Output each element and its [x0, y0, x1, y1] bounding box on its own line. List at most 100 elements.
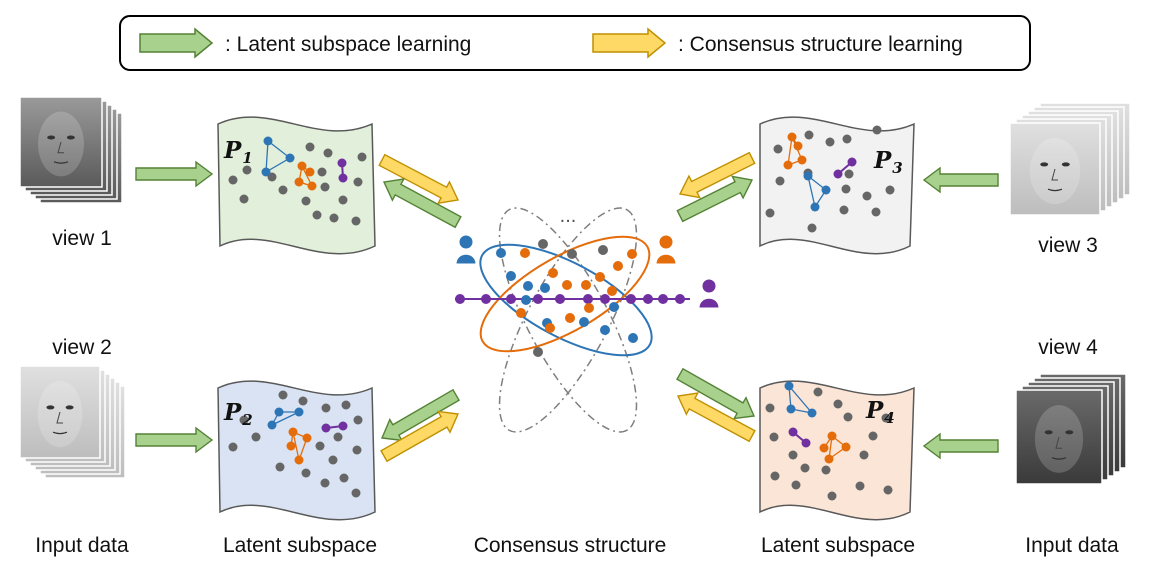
consensus-structure: ... — [455, 205, 720, 433]
green-arrow-icon — [676, 367, 756, 420]
subspace-panel-1: P1 — [217, 116, 376, 255]
gray-point — [841, 184, 851, 194]
bottom-label-latent-left: Latent subspace — [223, 534, 377, 557]
gray-point — [839, 205, 849, 215]
blue-point — [496, 248, 506, 258]
gray-point — [883, 485, 893, 495]
orange-point — [819, 443, 829, 453]
orange-point — [516, 308, 526, 318]
orange-ellipse — [479, 235, 651, 353]
gray-point — [855, 481, 865, 491]
gray-point — [804, 130, 814, 140]
green-arrow-icon — [676, 175, 754, 223]
gray-point — [341, 400, 351, 410]
gray-point — [228, 442, 238, 452]
orange-point — [787, 132, 797, 142]
blue-point — [294, 407, 304, 417]
gray-point — [773, 144, 783, 154]
blue-point — [807, 408, 817, 418]
gray-point — [357, 152, 367, 162]
orange-point — [562, 280, 572, 290]
gray-point — [800, 463, 810, 473]
gray-point — [788, 450, 798, 460]
orange-point — [302, 433, 312, 443]
gray-point — [353, 415, 363, 425]
gray-point — [328, 455, 338, 465]
gray-point — [321, 403, 331, 413]
blue-point — [609, 302, 619, 312]
legend: : Latent subspace learning : Consensus s… — [119, 15, 1031, 71]
gray-point — [807, 223, 817, 233]
gray-point — [329, 213, 339, 223]
purple-point — [455, 294, 465, 304]
blue-edges — [806, 174, 827, 209]
gray-point — [333, 432, 343, 442]
orange-point — [288, 427, 298, 437]
gray-point — [775, 176, 785, 186]
blue-point — [263, 136, 273, 146]
green-arrow-icon — [382, 178, 462, 229]
purple-point — [533, 294, 543, 304]
purple-user-icon — [698, 278, 720, 309]
yellow-arrow-icon — [380, 410, 460, 463]
orange-point — [520, 248, 530, 258]
gray-point — [352, 445, 362, 455]
green-arrow-icon — [922, 432, 999, 460]
gray-point — [872, 125, 882, 135]
bottom-label-latent-right: Latent subspace — [761, 534, 915, 557]
orange-point — [595, 272, 605, 282]
subspace-2-symbol: P2 — [223, 399, 253, 429]
gray-point — [353, 177, 363, 187]
blue-point — [784, 381, 794, 391]
purple-point — [847, 157, 857, 167]
gray-point — [278, 390, 288, 400]
gray-point — [251, 432, 261, 442]
face-stack-view-2 — [19, 365, 126, 479]
legend-green-label: : Latent subspace learning — [225, 33, 471, 56]
gray-point — [278, 185, 288, 195]
orange-point — [286, 441, 296, 451]
subspace-panel-4: P4 — [759, 380, 915, 521]
gray-point — [305, 142, 315, 152]
gray-point — [228, 175, 238, 185]
blue-point — [628, 333, 638, 343]
gray-point — [320, 182, 330, 192]
face-stack-view-3 — [1009, 102, 1131, 216]
green-arrow-icon — [135, 426, 214, 454]
view-label-2: view 2 — [52, 336, 112, 359]
gray-point — [312, 210, 322, 220]
view-label-3: view 3 — [1038, 234, 1098, 257]
blue-point — [540, 283, 550, 293]
orange-edges — [292, 430, 308, 463]
gray-point — [320, 478, 330, 488]
purple-point — [321, 423, 331, 433]
purple-point — [600, 294, 610, 304]
yellow-arrow-icon — [678, 151, 756, 199]
purple-point — [583, 294, 593, 304]
orange-point — [294, 455, 304, 465]
legend-yellow-label: : Consensus structure learning — [678, 33, 963, 56]
purple-point — [626, 294, 636, 304]
blue-user-icon — [455, 234, 477, 265]
blue-edges — [788, 384, 814, 414]
gray-point — [275, 462, 285, 472]
blue-edges — [265, 139, 292, 174]
gray-point — [833, 399, 843, 409]
blue-point — [285, 153, 295, 163]
panel-3-points — [765, 125, 895, 233]
bottom-label-input-right: Input data — [1025, 534, 1119, 557]
orange-point — [565, 313, 575, 323]
orange-point — [294, 177, 304, 187]
orange-point — [797, 155, 807, 165]
orange-point — [305, 167, 315, 177]
orange-user-icon — [655, 234, 677, 265]
orange-point — [581, 280, 591, 290]
purple-point — [555, 294, 565, 304]
green-arrow-icon — [135, 160, 214, 188]
panel-2-points — [228, 390, 363, 498]
gray-point — [859, 450, 869, 460]
blue-point — [274, 407, 284, 417]
purple-point — [481, 294, 491, 304]
gray-point — [242, 165, 252, 175]
blue-point — [821, 185, 831, 195]
